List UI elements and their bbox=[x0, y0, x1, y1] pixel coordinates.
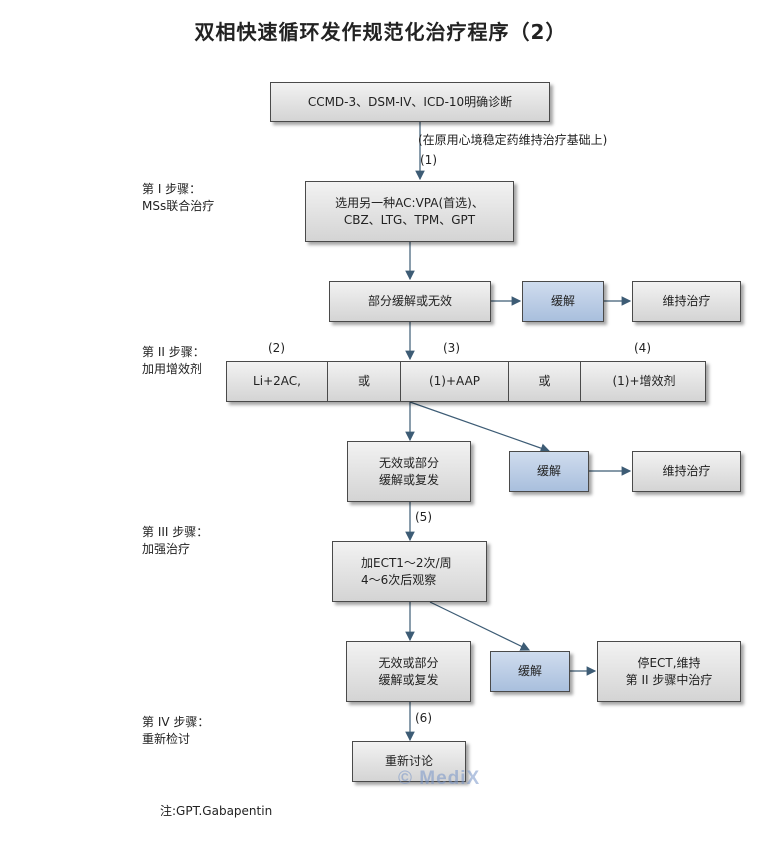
ect-box: 加ECT1～2次/周 4～6次后观察 bbox=[332, 541, 487, 602]
mark-6: (6) bbox=[415, 711, 432, 725]
diagnosis-box: CCMD-3、DSM-IV、ICD-10明确诊断 bbox=[270, 82, 550, 122]
remission-box-2: 缓解 bbox=[509, 451, 589, 492]
footnote: 注:GPT.Gabapentin bbox=[160, 804, 273, 818]
arrow-ect-to-remission3 bbox=[429, 601, 531, 651]
failure-box-3: 无效或部分 缓解或复发 bbox=[346, 641, 471, 702]
rediscuss-box: 重新讨论 bbox=[352, 741, 466, 782]
mark-4: (4) bbox=[634, 341, 651, 355]
page-title: 双相快速循环发作规范化治疗程序（2） bbox=[194, 20, 567, 44]
mark-1: (1) bbox=[420, 153, 437, 167]
failure-box-2: 无效或部分 缓解或复发 bbox=[347, 441, 471, 502]
combo-aap: (1)+AAP bbox=[400, 362, 508, 401]
combo-or-1: 或 bbox=[327, 362, 400, 401]
remission-box-1: 缓解 bbox=[522, 281, 604, 322]
step1-box: 选用另一种AC:VPA(首选)、 CBZ、LTG、TPM、GPT bbox=[305, 181, 514, 242]
mark-2: (2) bbox=[268, 341, 285, 355]
step4-label: 第 IV 步骤： 重新检讨 bbox=[142, 715, 210, 746]
remission-box-3: 缓解 bbox=[490, 651, 570, 692]
arrow-combo-to-remission2 bbox=[409, 401, 551, 453]
medix-watermark: © MediX bbox=[398, 768, 481, 789]
combo-li-2ac: Li+2AC, bbox=[253, 374, 301, 388]
combination-row: Li+2AC, 或 (1)+AAP 或 (1)+增效剂 bbox=[226, 361, 706, 402]
mark-5: (5) bbox=[415, 510, 432, 524]
combo-potentiator: (1)+增效剂 bbox=[580, 362, 707, 401]
partial-or-failure-box: 部分缓解或无效 bbox=[329, 281, 491, 322]
maintenance-box-1: 维持治疗 bbox=[632, 281, 741, 322]
step1-label: 第 I 步骤： MSs联合治疗 bbox=[142, 182, 215, 213]
premise-note: (在原用心境稳定药维持治疗基础上) bbox=[418, 133, 608, 147]
maintenance-box-2: 维持治疗 bbox=[632, 451, 741, 492]
stop-ect-box: 停ECT,维持 第 II 步骤中治疗 bbox=[597, 641, 741, 702]
step3-label: 第 III 步骤： 加强治疗 bbox=[142, 525, 209, 556]
mark-3: (3) bbox=[443, 341, 460, 355]
combo-or-2: 或 bbox=[508, 362, 580, 401]
step2-label: 第 II 步骤： 加用增效剂 bbox=[142, 345, 205, 376]
